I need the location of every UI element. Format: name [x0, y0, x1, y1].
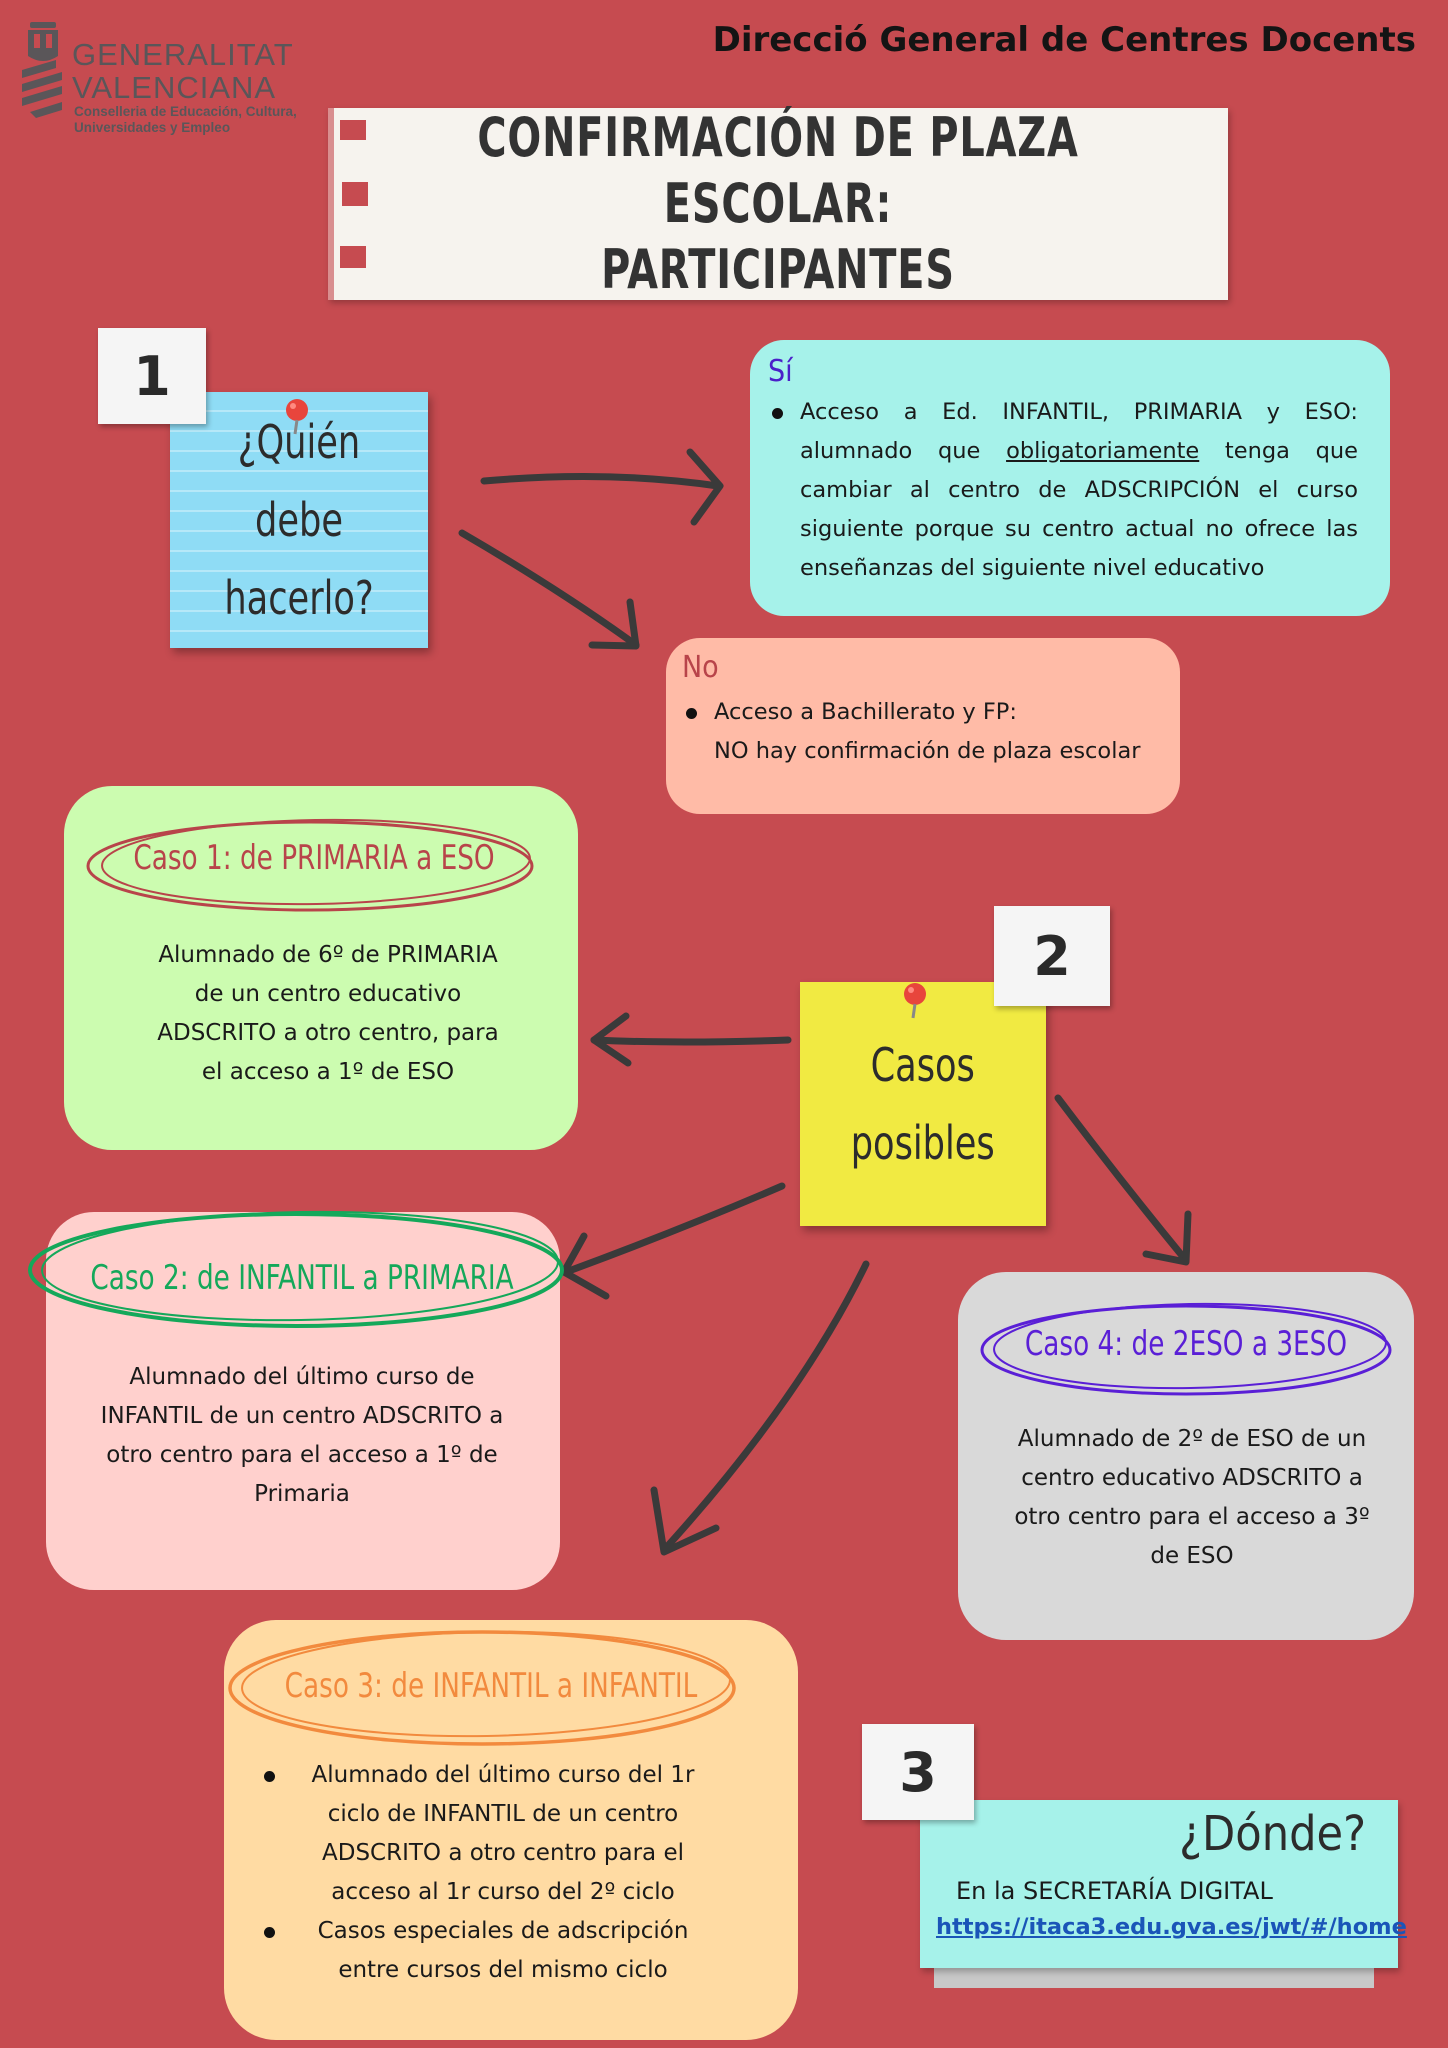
- who-question: ¿Quién debe hacerlo?: [224, 415, 374, 625]
- org-subtitle: Conselleria de Educación, Cultura, Unive…: [74, 104, 297, 135]
- directorate-title: Direcció General de Centres Docents: [712, 20, 1416, 60]
- case3-title: Caso 3: de INFANTIL a INFANTIL: [284, 1666, 698, 1706]
- arrow-to-no: [458, 529, 640, 649]
- case2-title: Caso 2: de INFANTIL a PRIMARIA: [90, 1258, 514, 1298]
- coat-of-arms-icon: [22, 22, 62, 118]
- case1-box: Caso 1: de PRIMARIA a ESO Alumnado de 6º…: [64, 786, 578, 1150]
- org-name: GENERALITAT VALENCIANA: [72, 37, 294, 105]
- underlined-word: obligatoriamente: [1006, 438, 1200, 464]
- step-number-3: 3: [862, 1724, 974, 1820]
- pushpin-icon: [286, 399, 308, 435]
- no-box: No Acceso a Bachillerato y FP:NO hay con…: [666, 638, 1180, 814]
- no-item: Acceso a Bachillerato y FP:NO hay confir…: [682, 693, 1160, 771]
- case1-title: Caso 1: de PRIMARIA a ESO: [133, 838, 495, 878]
- case2-text: Alumnado del último curso de INFANTIL de…: [100, 1364, 504, 1507]
- case4-text: Alumnado de 2º de ESO de un centro educa…: [1014, 1426, 1370, 1569]
- case3-list: Alumnado del último curso del 1r ciclo d…: [260, 1756, 714, 1990]
- arrow-to-case2: [562, 1182, 786, 1276]
- case1-text: Alumnado de 6º de PRIMARIA de un centro …: [157, 942, 499, 1085]
- arrow-to-case1: [590, 1036, 792, 1046]
- case3-box: Caso 3: de INFANTIL a INFANTIL Alumnado …: [224, 1620, 798, 2040]
- yes-box: Sí Acceso a Ed. INFANTIL, PRIMARIA y ESO…: [750, 340, 1390, 616]
- blue-sticky-note: ¿Quién debe hacerlo?: [170, 392, 428, 648]
- case3-item-1: Alumnado del último curso del 1r ciclo d…: [260, 1756, 714, 1912]
- itaca-link[interactable]: https://itaca3.edu.gva.es/jwt/#/home: [936, 1914, 1407, 1940]
- yes-label: Sí: [768, 354, 793, 389]
- possible-cases-title: Casos posibles: [850, 1038, 996, 1170]
- title-banner: CONFIRMACIÓN DE PLAZA ESCOLAR: PARTICIPA…: [328, 106, 1228, 301]
- step-number-2: 2: [994, 906, 1110, 1006]
- case2-box: Caso 2: de INFANTIL a PRIMARIA Alumnado …: [28, 1210, 564, 1590]
- pushpin-icon: [904, 983, 926, 1019]
- yellow-sticky-note: Casos posibles: [800, 982, 1046, 1226]
- page-title: CONFIRMACIÓN DE PLAZA ESCOLAR: PARTICIPA…: [477, 106, 1079, 301]
- no-list: Acceso a Bachillerato y FP:NO hay confir…: [682, 693, 1160, 771]
- arrow-to-yes: [480, 473, 722, 490]
- arrow-to-case3: [660, 1260, 870, 1554]
- yes-item: Acceso a Ed. INFANTIL, PRIMARIA y ESO: a…: [768, 393, 1358, 588]
- yes-list: Acceso a Ed. INFANTIL, PRIMARIA y ESO: a…: [768, 393, 1358, 588]
- no-label: No: [682, 650, 719, 685]
- generalitat-logo: GENERALITAT VALENCIANA Conselleria de Ed…: [20, 18, 300, 138]
- torn-paper-edge: [328, 108, 368, 300]
- where-text: En la SECRETARÍA DIGITAL: [956, 1877, 1273, 1905]
- case3-item-2: Casos especiales de adscripción entre cu…: [260, 1912, 714, 1990]
- where-note: ¿Dónde? En la SECRETARÍA DIGITAL https:/…: [920, 1800, 1407, 1968]
- step-number-1: 1: [98, 328, 206, 424]
- arrow-to-case4: [1054, 1094, 1188, 1262]
- where-title: ¿Dónde?: [1179, 1806, 1366, 1862]
- case4-box: Caso 4: de 2ESO a 3ESO Alumnado de 2º de…: [958, 1272, 1414, 1640]
- case4-title: Caso 4: de 2ESO a 3ESO: [1024, 1324, 1348, 1364]
